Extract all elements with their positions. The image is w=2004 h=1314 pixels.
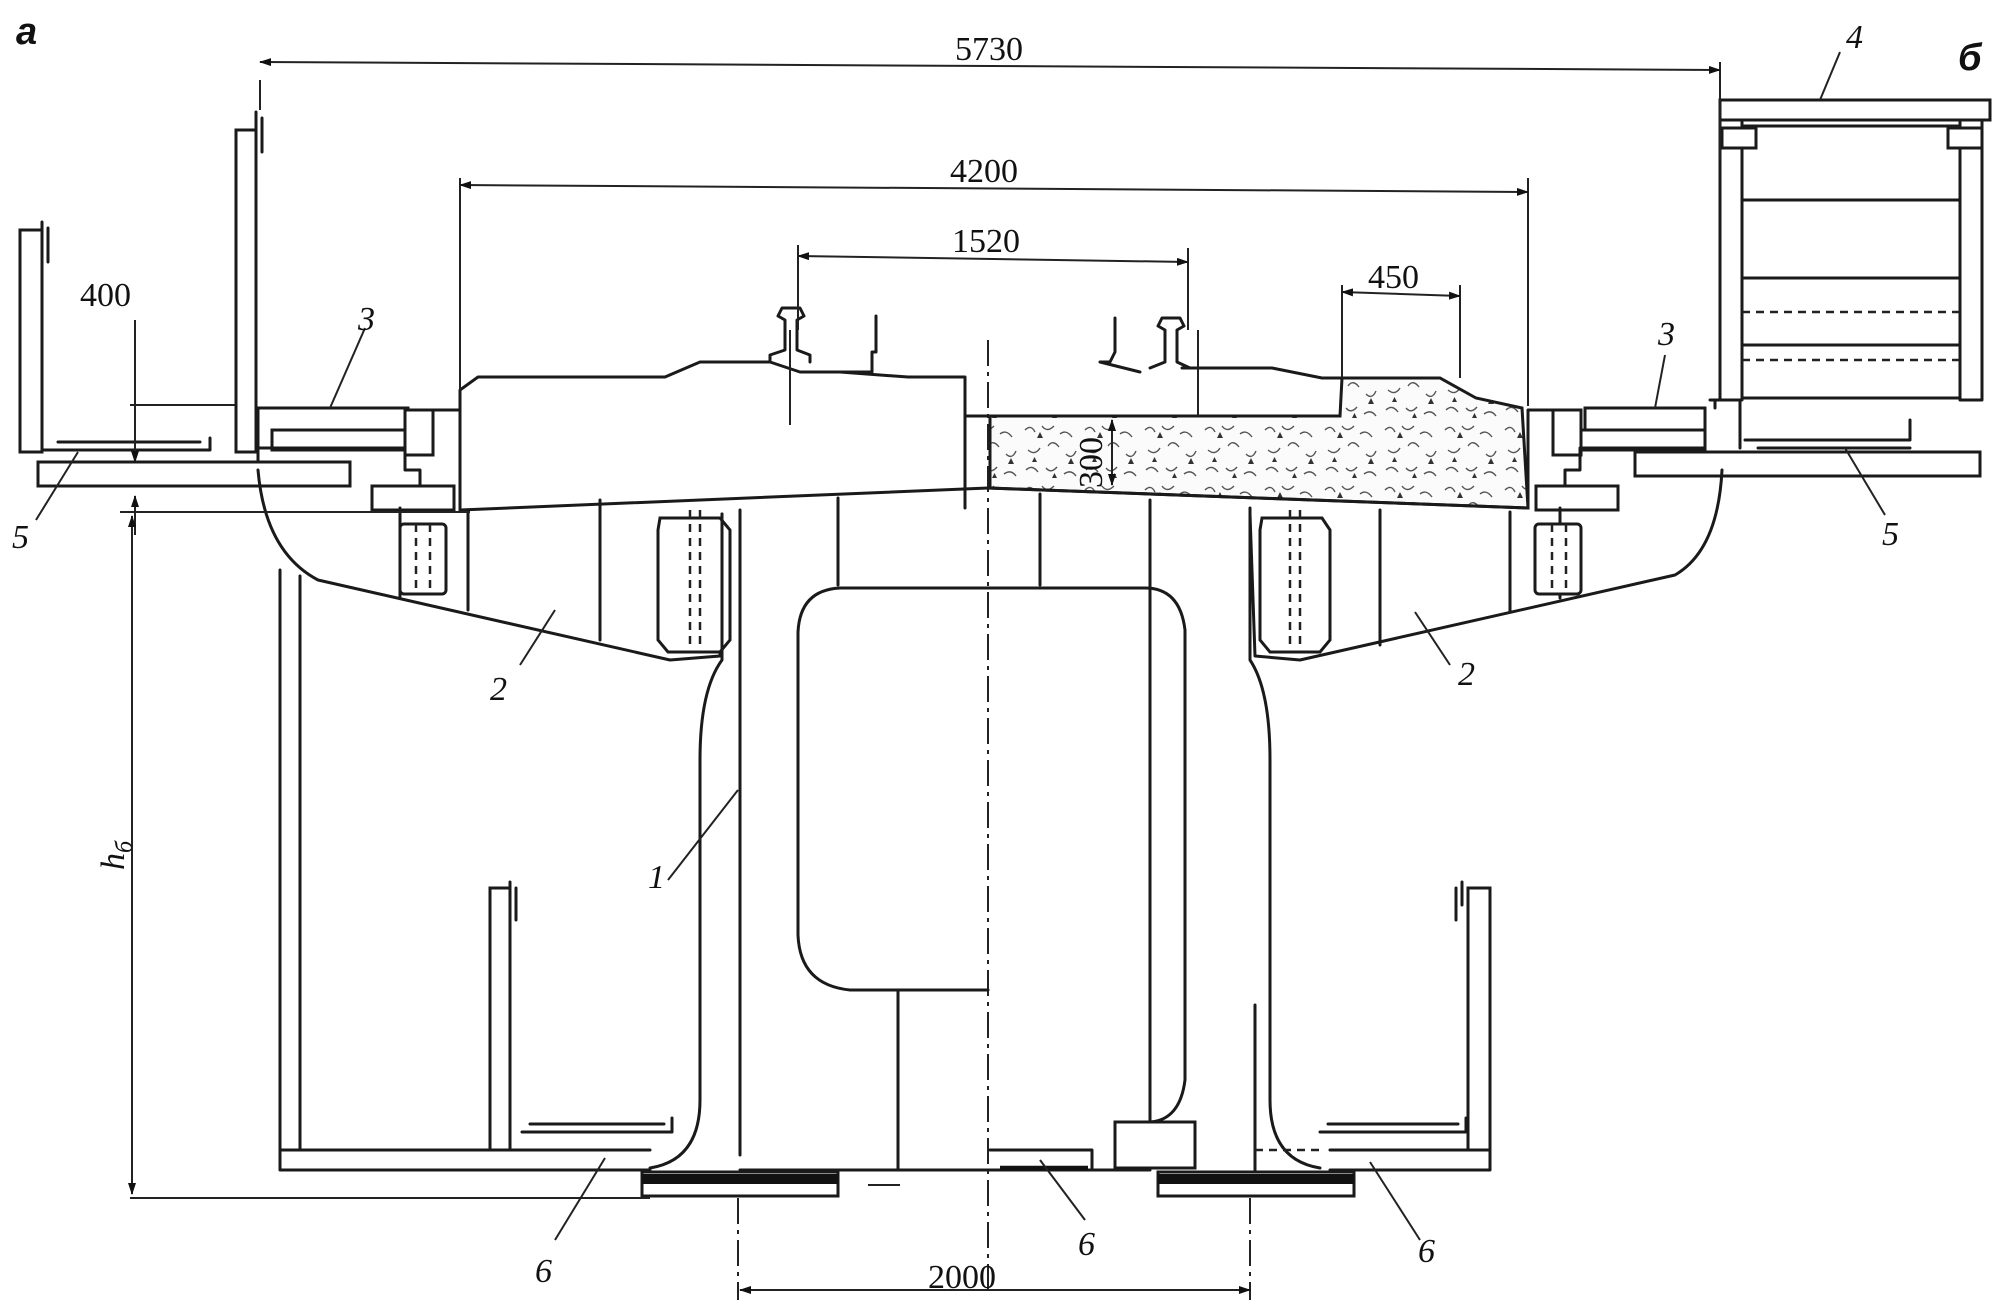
callout-4: 4 xyxy=(1846,19,1863,56)
dim-label-4200: 4200 xyxy=(950,153,1018,190)
console-left xyxy=(36,410,352,488)
rail-right xyxy=(1148,316,1199,416)
bearing-right xyxy=(1156,1170,1356,1198)
bracket-right-stiffeners xyxy=(1378,506,1562,647)
callout-6-right: 6 xyxy=(1418,1233,1435,1270)
callout-1: 1 xyxy=(648,859,665,896)
bearing-mid xyxy=(988,1120,1197,1171)
bottom-flange-right xyxy=(1328,1148,1492,1172)
callout-leaders xyxy=(35,51,1886,1241)
dim-line-450 xyxy=(1341,288,1461,300)
dim-label-height: hб xyxy=(95,840,138,870)
bracket-left-window xyxy=(398,522,448,596)
bearing-left xyxy=(640,1170,840,1198)
callout-3-left: 3 xyxy=(357,301,375,338)
callout-5-right: 5 xyxy=(1882,516,1899,553)
panel-label-b: б xyxy=(1958,37,1983,79)
lower-walkway-left xyxy=(488,880,674,1152)
dim-line-5730 xyxy=(259,58,1721,74)
bottom-flange-left xyxy=(278,568,652,1172)
callout-3-right: 3 xyxy=(1657,316,1675,353)
bracket-left xyxy=(256,468,724,662)
callout-2-left: 2 xyxy=(490,671,507,708)
ballast-trough-right xyxy=(963,316,1344,418)
callout-5-left: 5 xyxy=(12,519,29,556)
side-slab-right xyxy=(1526,406,1707,512)
callout-6-mid: 6 xyxy=(1078,1226,1095,1263)
ballast-trough-left xyxy=(458,360,967,512)
bracket-left-opening xyxy=(656,516,732,654)
dim-label-1520: 1520 xyxy=(952,223,1020,260)
ballast-fill xyxy=(988,376,1530,510)
rail-left xyxy=(768,306,878,425)
bracket-right-opening xyxy=(1258,516,1332,654)
footway-railing-left xyxy=(18,110,264,454)
beam-inner-opening xyxy=(796,586,1187,1157)
panel-label-a: а xyxy=(16,11,37,53)
side-slab-left xyxy=(256,406,462,512)
lower-walkway-right xyxy=(1318,880,1492,1152)
svg-text:hб: hб xyxy=(95,840,138,870)
callout-6-left: 6 xyxy=(535,1253,552,1290)
dim-line-4200 xyxy=(459,181,1529,196)
dim-label-300: 300 xyxy=(1073,437,1110,488)
dim-label-2000: 2000 xyxy=(928,1259,996,1296)
superstructure xyxy=(18,98,1992,1295)
console-right xyxy=(1633,450,1982,478)
dim-line-1520 xyxy=(797,252,1189,266)
bracket-right xyxy=(1248,468,1724,662)
railing-box-right xyxy=(1708,98,1992,450)
top-flange xyxy=(458,486,1530,512)
main-beam xyxy=(648,492,1322,1174)
dim-label-450: 450 xyxy=(1368,259,1419,296)
bracket-right-window xyxy=(1533,522,1583,596)
dim-label-5730: 5730 xyxy=(955,31,1023,68)
dimension-lines xyxy=(120,58,1721,1300)
dim-label-400: 400 xyxy=(80,277,131,314)
callout-2-right: 2 xyxy=(1458,656,1475,693)
